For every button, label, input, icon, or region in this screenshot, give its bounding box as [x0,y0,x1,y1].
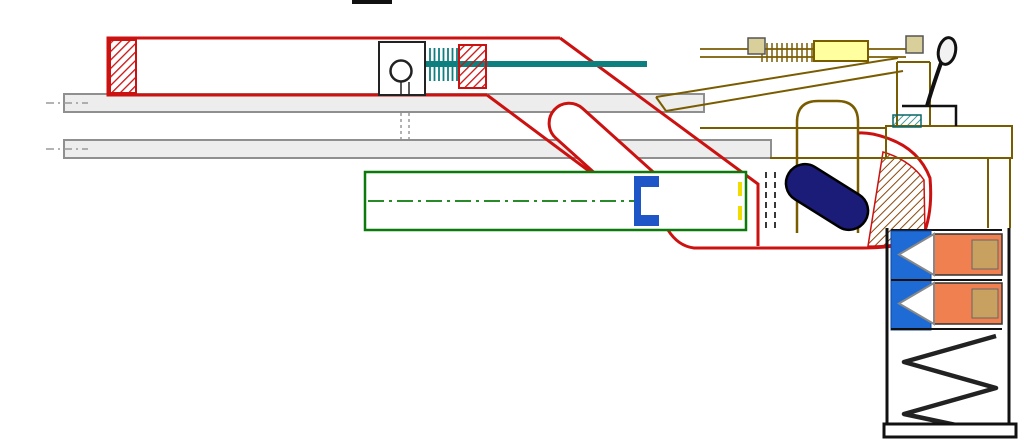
rail-upper [63,93,705,113]
top-crop-mark [352,0,392,4]
frame [700,61,1013,228]
rail-lower [63,139,772,159]
trigger-bar-join [655,96,667,112]
lever-base [902,104,958,126]
recoil-spring-assembly [426,44,647,89]
lever-arm [925,62,943,107]
cocking-lever [892,36,958,128]
cartridge-row-1 [897,232,1003,277]
magazine-assembly [882,228,1018,439]
frame-rear-block [885,125,1013,159]
spring-housing [813,40,869,62]
trigger-bar-lower [665,70,904,112]
locking-lug-vertical [634,176,641,226]
locking-lug-top [634,176,659,187]
sear-spring-coils [761,43,813,62]
hammer-capsule [784,162,870,232]
slide-diagonal-upper [559,36,760,246]
grip-hatched-section [867,151,926,247]
trigger-bar-upper [655,57,899,98]
muzzle-cap-hatched [109,39,137,94]
sear-rod [700,48,906,58]
pivot-block-right [905,35,924,54]
breech-shaft-dashes [400,113,410,139]
pin-hatched [892,114,922,128]
guide-rod [426,61,647,67]
barrel-assembly [363,170,776,232]
bullet-tip [897,281,935,326]
magazine-spring-zigzag [901,333,999,431]
recoil-spring-coils [429,48,458,81]
buffer-block-hatched [458,44,487,89]
floor-plate [882,422,1018,439]
lever-knob [936,36,958,66]
hammer-spring-tunnel [795,99,860,233]
bullet-tip [897,232,935,277]
slide-outline [106,36,560,97]
breech-slot-lines [400,82,410,95]
breech-block [378,41,426,139]
bore-circle [389,59,413,83]
pivot-block-left [747,37,766,55]
grip-spine [987,158,1011,228]
trigger-linkage [655,35,924,112]
cartridge-powder-block [971,288,999,319]
cartridge-row-2 [897,281,1003,326]
hammer-group [784,162,870,232]
breech-block-body [378,41,426,96]
cartridge-powder-block [971,239,999,270]
locking-lug-bottom [634,215,659,226]
